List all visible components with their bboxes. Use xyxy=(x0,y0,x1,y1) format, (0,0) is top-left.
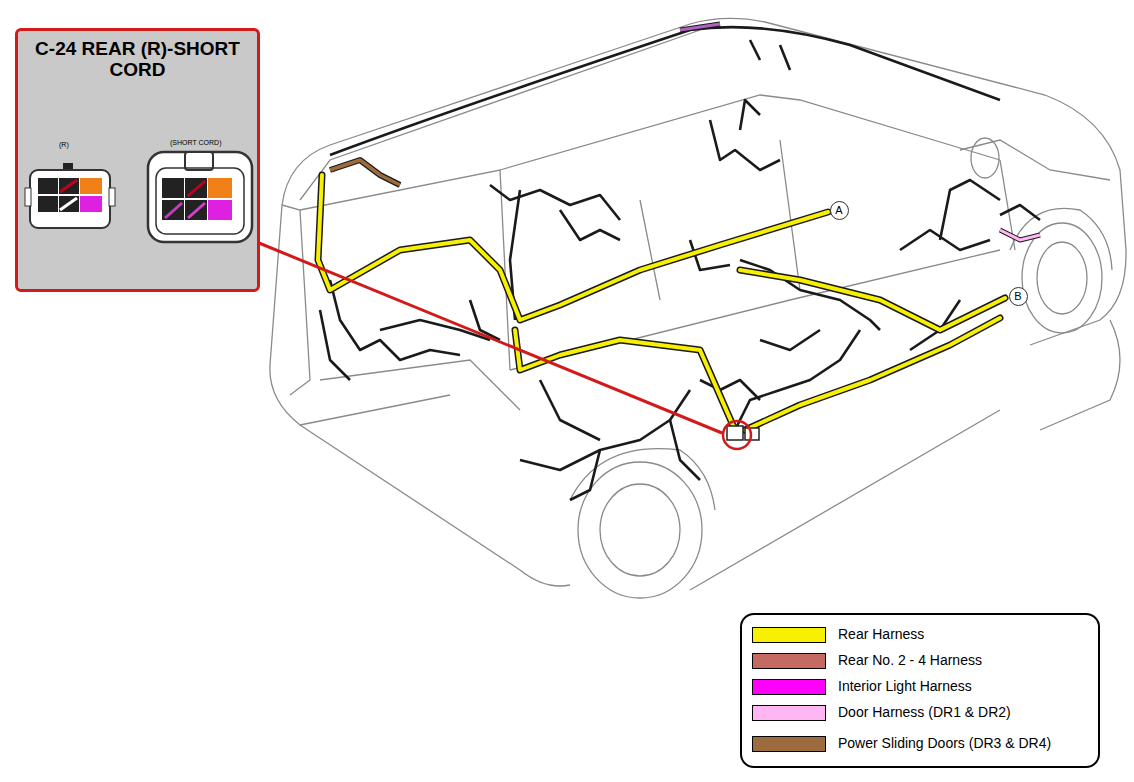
callout-circle: A xyxy=(830,201,849,220)
legend-swatch xyxy=(752,679,826,695)
legend-text: Door Harness (DR1 & DR2) xyxy=(838,704,1011,720)
legend-row: Rear Harness xyxy=(752,627,1092,645)
legend-row: Rear No. 2 - 4 Harness xyxy=(752,653,1092,671)
legend-row: Door Harness (DR1 & DR2) xyxy=(752,705,1092,723)
legend-swatch xyxy=(752,736,826,752)
legend-box: Rear HarnessRear No. 2 - 4 HarnessInteri… xyxy=(740,613,1100,768)
callout-letter: B xyxy=(1014,290,1021,302)
legend-row: Power Sliding Doors (DR3 & DR4) xyxy=(752,736,1092,754)
legend-swatch xyxy=(752,653,826,669)
legend-swatch xyxy=(752,705,826,721)
legend-text: Rear Harness xyxy=(838,626,924,642)
legend-text: Rear No. 2 - 4 Harness xyxy=(838,652,982,668)
legend-swatch xyxy=(752,627,826,643)
callout-ground xyxy=(16,29,259,291)
legend-text: Power Sliding Doors (DR3 & DR4) xyxy=(838,735,1051,751)
callout-heading: C-24 REAR (R)-SHORT CORD xyxy=(30,38,245,80)
legend-row: Interior Light Harness xyxy=(752,679,1092,697)
connector-short-cord xyxy=(148,152,252,242)
connector-label: (R) xyxy=(59,141,69,148)
rear-harness xyxy=(318,175,1005,430)
leader-line xyxy=(259,243,759,449)
callout-circle: B xyxy=(1009,287,1028,306)
connector-r xyxy=(25,163,115,228)
wiring xyxy=(320,27,1040,500)
connector-label: (SHORT CORD) xyxy=(170,139,221,146)
legend-text: Interior Light Harness xyxy=(838,678,972,694)
roof-harness xyxy=(330,24,1040,240)
callout-letter: A xyxy=(835,204,842,216)
callout-box: C-24 REAR (R)-SHORT CORD xyxy=(15,28,260,292)
